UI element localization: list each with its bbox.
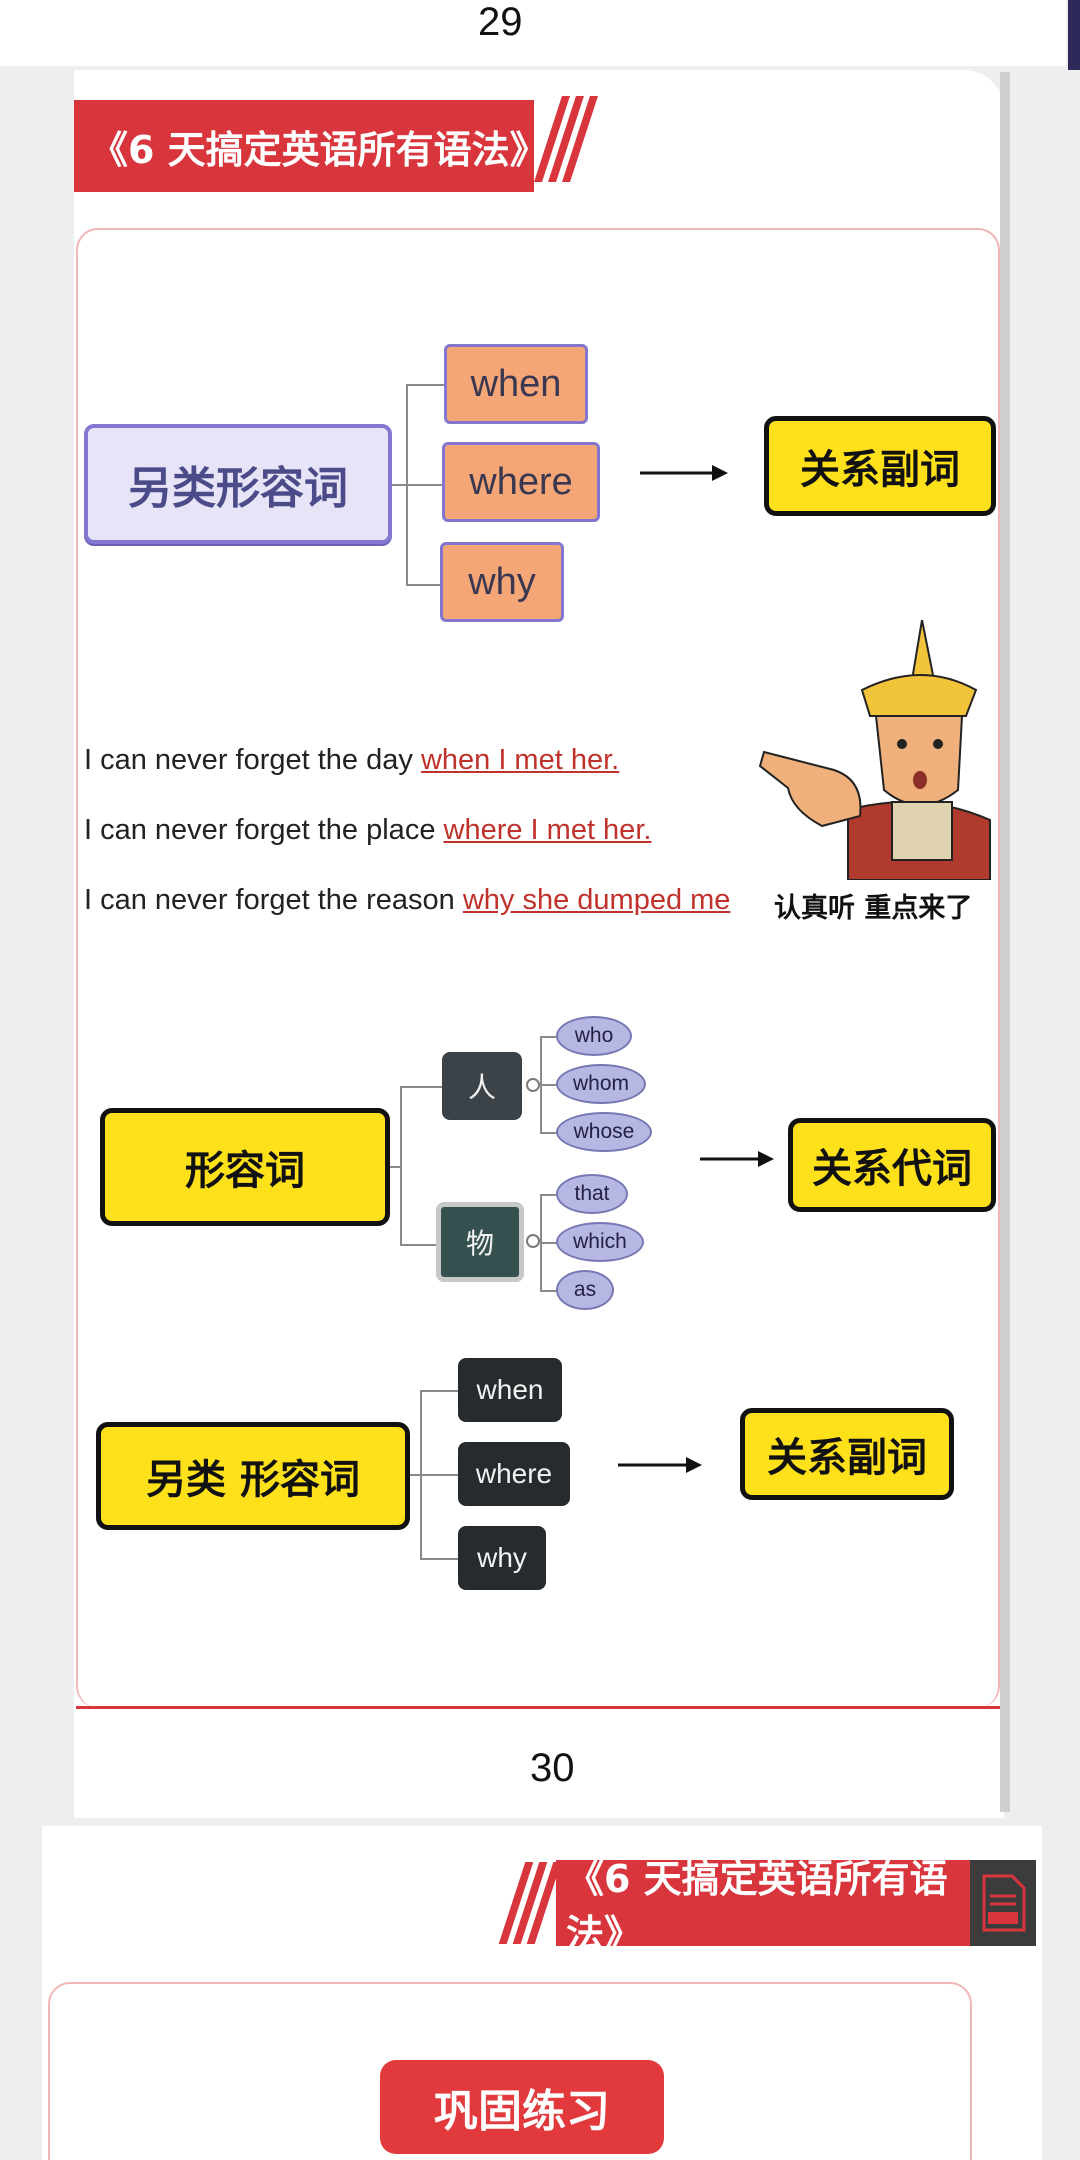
connector-line <box>390 1166 402 1168</box>
word-why: why <box>440 542 564 622</box>
connector-line <box>392 484 408 486</box>
connector-line <box>400 1086 402 1244</box>
example-sentence: I can never forget the reason why she du… <box>84 884 731 916</box>
connector-line <box>406 484 444 486</box>
connector-line <box>406 384 444 386</box>
connector-line <box>540 1242 556 1244</box>
alternative-adjective-box: 另类 形容词 <box>96 1422 410 1530</box>
relative-adverb-box: 关系副词 <box>740 1408 954 1500</box>
page-edge-shadow <box>1068 0 1080 70</box>
connector-line <box>420 1474 458 1476</box>
arrow-icon <box>640 465 728 481</box>
connector-line <box>540 1194 556 1196</box>
word-where: where <box>442 442 600 522</box>
cartoon-caption: 认真听 重点来了 <box>774 893 973 924</box>
alternative-adjective-box: 另类形容词 <box>84 424 392 544</box>
word-that: that <box>556 1174 628 1214</box>
page-number-30: 30 <box>530 1746 575 1790</box>
page-right-shadow <box>1000 72 1010 1812</box>
frame-bottom-rule <box>76 1706 1000 1709</box>
book-title: 《6 天搞定英语所有语法》 <box>90 127 548 172</box>
consolidation-exercise-button[interactable]: 巩固练习 <box>380 2060 664 2154</box>
connector-line <box>540 1036 556 1038</box>
book-title: 《6 天搞定英语所有语法》 <box>566 1857 948 1956</box>
relative-pronoun-box: 关系代词 <box>788 1118 996 1212</box>
word-who: who <box>556 1016 632 1056</box>
connector-line <box>540 1132 556 1134</box>
branch-node <box>526 1078 540 1092</box>
content-frame <box>48 1982 972 2160</box>
relative-adverb-box: 关系副词 <box>764 416 996 516</box>
connector-line <box>420 1558 458 1560</box>
word-which: which <box>556 1222 644 1262</box>
connector-line <box>420 1390 458 1392</box>
connector-line <box>540 1084 556 1086</box>
word-as: as <box>556 1270 614 1310</box>
connector-line <box>400 1086 442 1088</box>
previous-page: 29 <box>0 0 1066 66</box>
word-where: where <box>458 1442 570 1506</box>
page-number-29: 29 <box>478 0 523 44</box>
thing-box: 物 <box>436 1202 524 1282</box>
example-sentence: I can never forget the day when I met he… <box>84 744 620 776</box>
word-whom: whom <box>556 1064 646 1104</box>
arrow-icon <box>700 1151 774 1167</box>
connector-line <box>410 1474 422 1476</box>
word-when: when <box>444 344 588 424</box>
word-why: why <box>458 1526 546 1590</box>
book-title-banner: 《6 天搞定英语所有语法》 <box>556 1857 970 1956</box>
connector-line <box>400 1244 436 1246</box>
book-title-banner: 《6 天搞定英语所有语法》 <box>74 100 548 192</box>
person-box: 人 <box>442 1052 522 1120</box>
word-when: when <box>458 1358 562 1422</box>
arrow-icon <box>618 1457 702 1473</box>
connector-line <box>406 584 444 586</box>
adjective-box: 形容词 <box>100 1108 390 1226</box>
pointing-monk-illustration <box>758 620 991 880</box>
branch-node <box>526 1234 540 1248</box>
document-abc-icon <box>970 1860 1036 1946</box>
content-frame <box>76 228 1000 1708</box>
word-whose: whose <box>556 1112 652 1152</box>
connector-line <box>540 1290 556 1292</box>
example-sentence: I can never forget the place where I met… <box>84 814 652 846</box>
